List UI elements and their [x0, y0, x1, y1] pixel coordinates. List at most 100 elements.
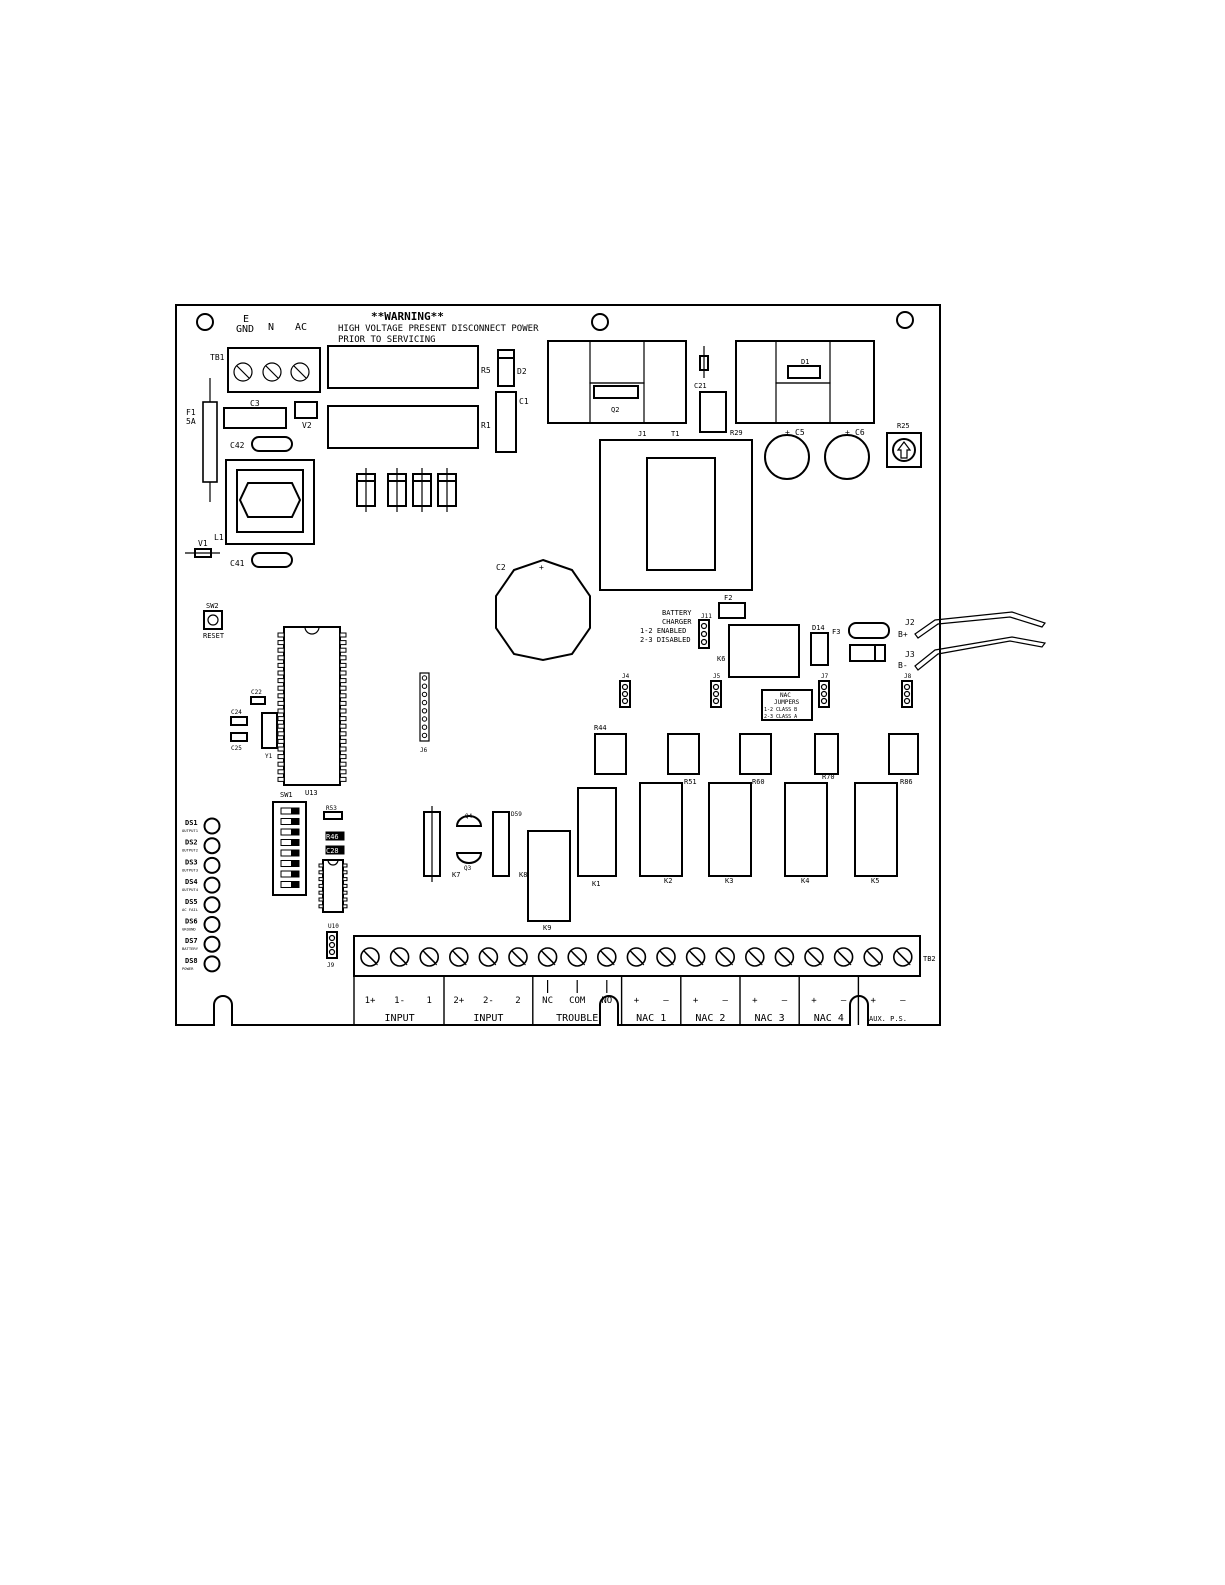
label-sw1: SW1: [280, 791, 293, 799]
led-id-label: DS2: [185, 839, 198, 847]
label-q3: Q3: [464, 865, 472, 872]
label-c41: C41: [230, 559, 245, 568]
r25-potentiometer: [886, 432, 922, 468]
k5-relay: [854, 782, 898, 877]
k1-relay: [577, 787, 617, 877]
u10-ic: [322, 859, 344, 913]
tb2-pin-label: –: [722, 996, 728, 1006]
diode-cluster: [356, 468, 457, 512]
tb2-pin-label: 2: [515, 996, 520, 1006]
tb2-pin-label: –: [663, 996, 669, 1006]
led-id-label: DS1: [185, 819, 198, 827]
j8-jumper: J8: [901, 673, 913, 708]
nac-jumpers-line4: 2-3 CLASS A: [764, 714, 797, 720]
tb2-screws: [360, 947, 913, 967]
t1-transformer: [599, 439, 753, 591]
label-f1: F1: [186, 408, 196, 417]
label-r86: R86: [900, 778, 913, 786]
label-r44: R44: [594, 724, 607, 732]
tb2-group-label: TROUBLE: [556, 1013, 598, 1024]
r51: [667, 733, 700, 775]
label-u10: U10: [328, 923, 339, 930]
q4-transistor: [455, 815, 483, 827]
label-t1: T1: [671, 430, 679, 438]
j6-header: [419, 672, 430, 742]
c2-capacitor: [495, 558, 591, 662]
led-indicator: [203, 837, 221, 855]
r70: [814, 733, 839, 775]
c41: [251, 552, 293, 568]
tb2-pin-label: NC: [542, 996, 553, 1006]
tb2-pin-label: +: [870, 996, 876, 1006]
battery-lead-positive: [914, 611, 1046, 639]
label-b-plus: B+: [898, 630, 908, 639]
tb2-pin-label: +: [634, 996, 640, 1006]
tb2-group-label: NAC 4: [814, 1013, 844, 1024]
tb2-pin-label: NO: [601, 996, 612, 1006]
f2: [718, 602, 746, 619]
v2: [294, 401, 318, 419]
label-c3: C3: [250, 399, 260, 408]
svg-text:J8: J8: [904, 673, 912, 680]
battery-charger-line3: 1-2 ENABLED: [640, 627, 686, 635]
d14: [810, 632, 829, 666]
svg-text:J5: J5: [713, 673, 721, 680]
j5-jumper: J5: [710, 673, 722, 708]
c28: [325, 845, 345, 855]
k3-relay: [708, 782, 752, 877]
nac-jumpers-legend: [761, 689, 813, 721]
tb2-group-label: NAC 3: [755, 1013, 785, 1024]
led-function-label: AC FAIL: [182, 907, 199, 912]
svg-text:J7: J7: [821, 673, 829, 680]
tb2-pin-label: +: [811, 996, 817, 1006]
led-indicator: [203, 896, 221, 914]
tb2-pin-label: 2+: [453, 996, 464, 1006]
label-k3: K3: [725, 877, 733, 885]
battery-charger-line2: CHARGER: [662, 618, 692, 626]
label-k9: K9: [543, 924, 551, 932]
label-c6-plus: +: [845, 428, 850, 437]
sw1-dip-switch: [272, 801, 307, 896]
label-c1: C1: [519, 397, 529, 406]
mounting-hole: [896, 311, 914, 329]
label-f2: F2: [724, 594, 732, 602]
k6-relay: [728, 624, 800, 678]
d2: [497, 349, 515, 387]
label-r25: R25: [897, 422, 910, 430]
u13-pins: [277, 632, 347, 782]
c22: [250, 696, 266, 705]
nac-jumpers-line1: NAC: [780, 692, 791, 699]
label-r5: R5: [481, 366, 491, 375]
tb2-group-label: INPUT: [385, 1013, 415, 1024]
j11-jumper: [698, 619, 710, 649]
led-function-label: BATTERY: [182, 946, 199, 951]
tb2-pin-label: –: [900, 996, 906, 1006]
label-r1: R1: [481, 421, 491, 430]
label-f3: F3: [832, 628, 840, 636]
diode-battery: [849, 644, 886, 662]
label-c5: C5: [795, 428, 805, 437]
c25: [230, 732, 248, 742]
led-function-label: OUTPUT3: [182, 867, 198, 872]
label-k1: K1: [592, 880, 600, 888]
tb2-pin-label: 2-: [483, 996, 494, 1006]
label-c22: C22: [251, 689, 262, 696]
label-c2: C2: [496, 563, 506, 572]
l1-inductor: [225, 459, 315, 545]
c42: [251, 436, 293, 452]
label-c28: C28: [326, 847, 339, 855]
led-indicator: [203, 856, 221, 874]
sw1-positions: [280, 807, 300, 888]
j9-jumper: [326, 931, 338, 959]
tb1-screws: [233, 362, 310, 382]
c6-capacitor: [824, 434, 870, 480]
warning-line1: HIGH VOLTAGE PRESENT DISCONNECT POWER: [338, 324, 539, 334]
label-r51: R51: [684, 778, 697, 786]
label-j1: J1: [638, 430, 646, 438]
